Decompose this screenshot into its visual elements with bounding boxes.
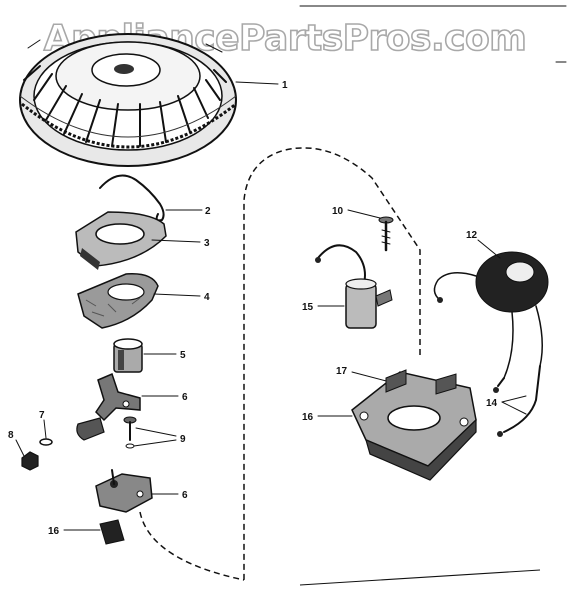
wick xyxy=(99,519,125,545)
gasket xyxy=(77,273,159,329)
flywheel xyxy=(19,33,237,167)
callout-6a: 6 xyxy=(182,392,188,403)
callout-10: 10 xyxy=(332,206,344,217)
condenser xyxy=(315,244,393,329)
callout-16a: 16 xyxy=(48,526,60,537)
breaker-plate xyxy=(95,469,153,513)
cam-bushing xyxy=(113,338,143,373)
lamination xyxy=(351,369,477,481)
callout-6b: 6 xyxy=(182,490,188,501)
callout-8: 8 xyxy=(8,430,14,441)
callout-17: 17 xyxy=(336,366,348,377)
callout-4: 4 xyxy=(204,292,210,303)
callout-5: 5 xyxy=(180,350,186,361)
callout-14: 14 xyxy=(486,398,498,409)
callout-16b: 16 xyxy=(302,412,314,423)
breaker-arm xyxy=(76,372,141,441)
condenser-screw xyxy=(378,216,394,252)
callout-9: 9 xyxy=(180,434,186,445)
callout-2: 2 xyxy=(205,206,211,217)
nut xyxy=(21,451,39,471)
callout-3: 3 xyxy=(204,238,210,249)
ignition-coil xyxy=(433,251,549,379)
callout-12: 12 xyxy=(466,230,478,241)
dust-cover xyxy=(75,211,167,270)
callout-15: 15 xyxy=(302,302,314,313)
callout-7: 7 xyxy=(39,410,45,421)
leads xyxy=(493,365,541,437)
screws xyxy=(123,416,137,449)
washer xyxy=(39,438,53,446)
callout-1: 1 xyxy=(282,80,288,91)
